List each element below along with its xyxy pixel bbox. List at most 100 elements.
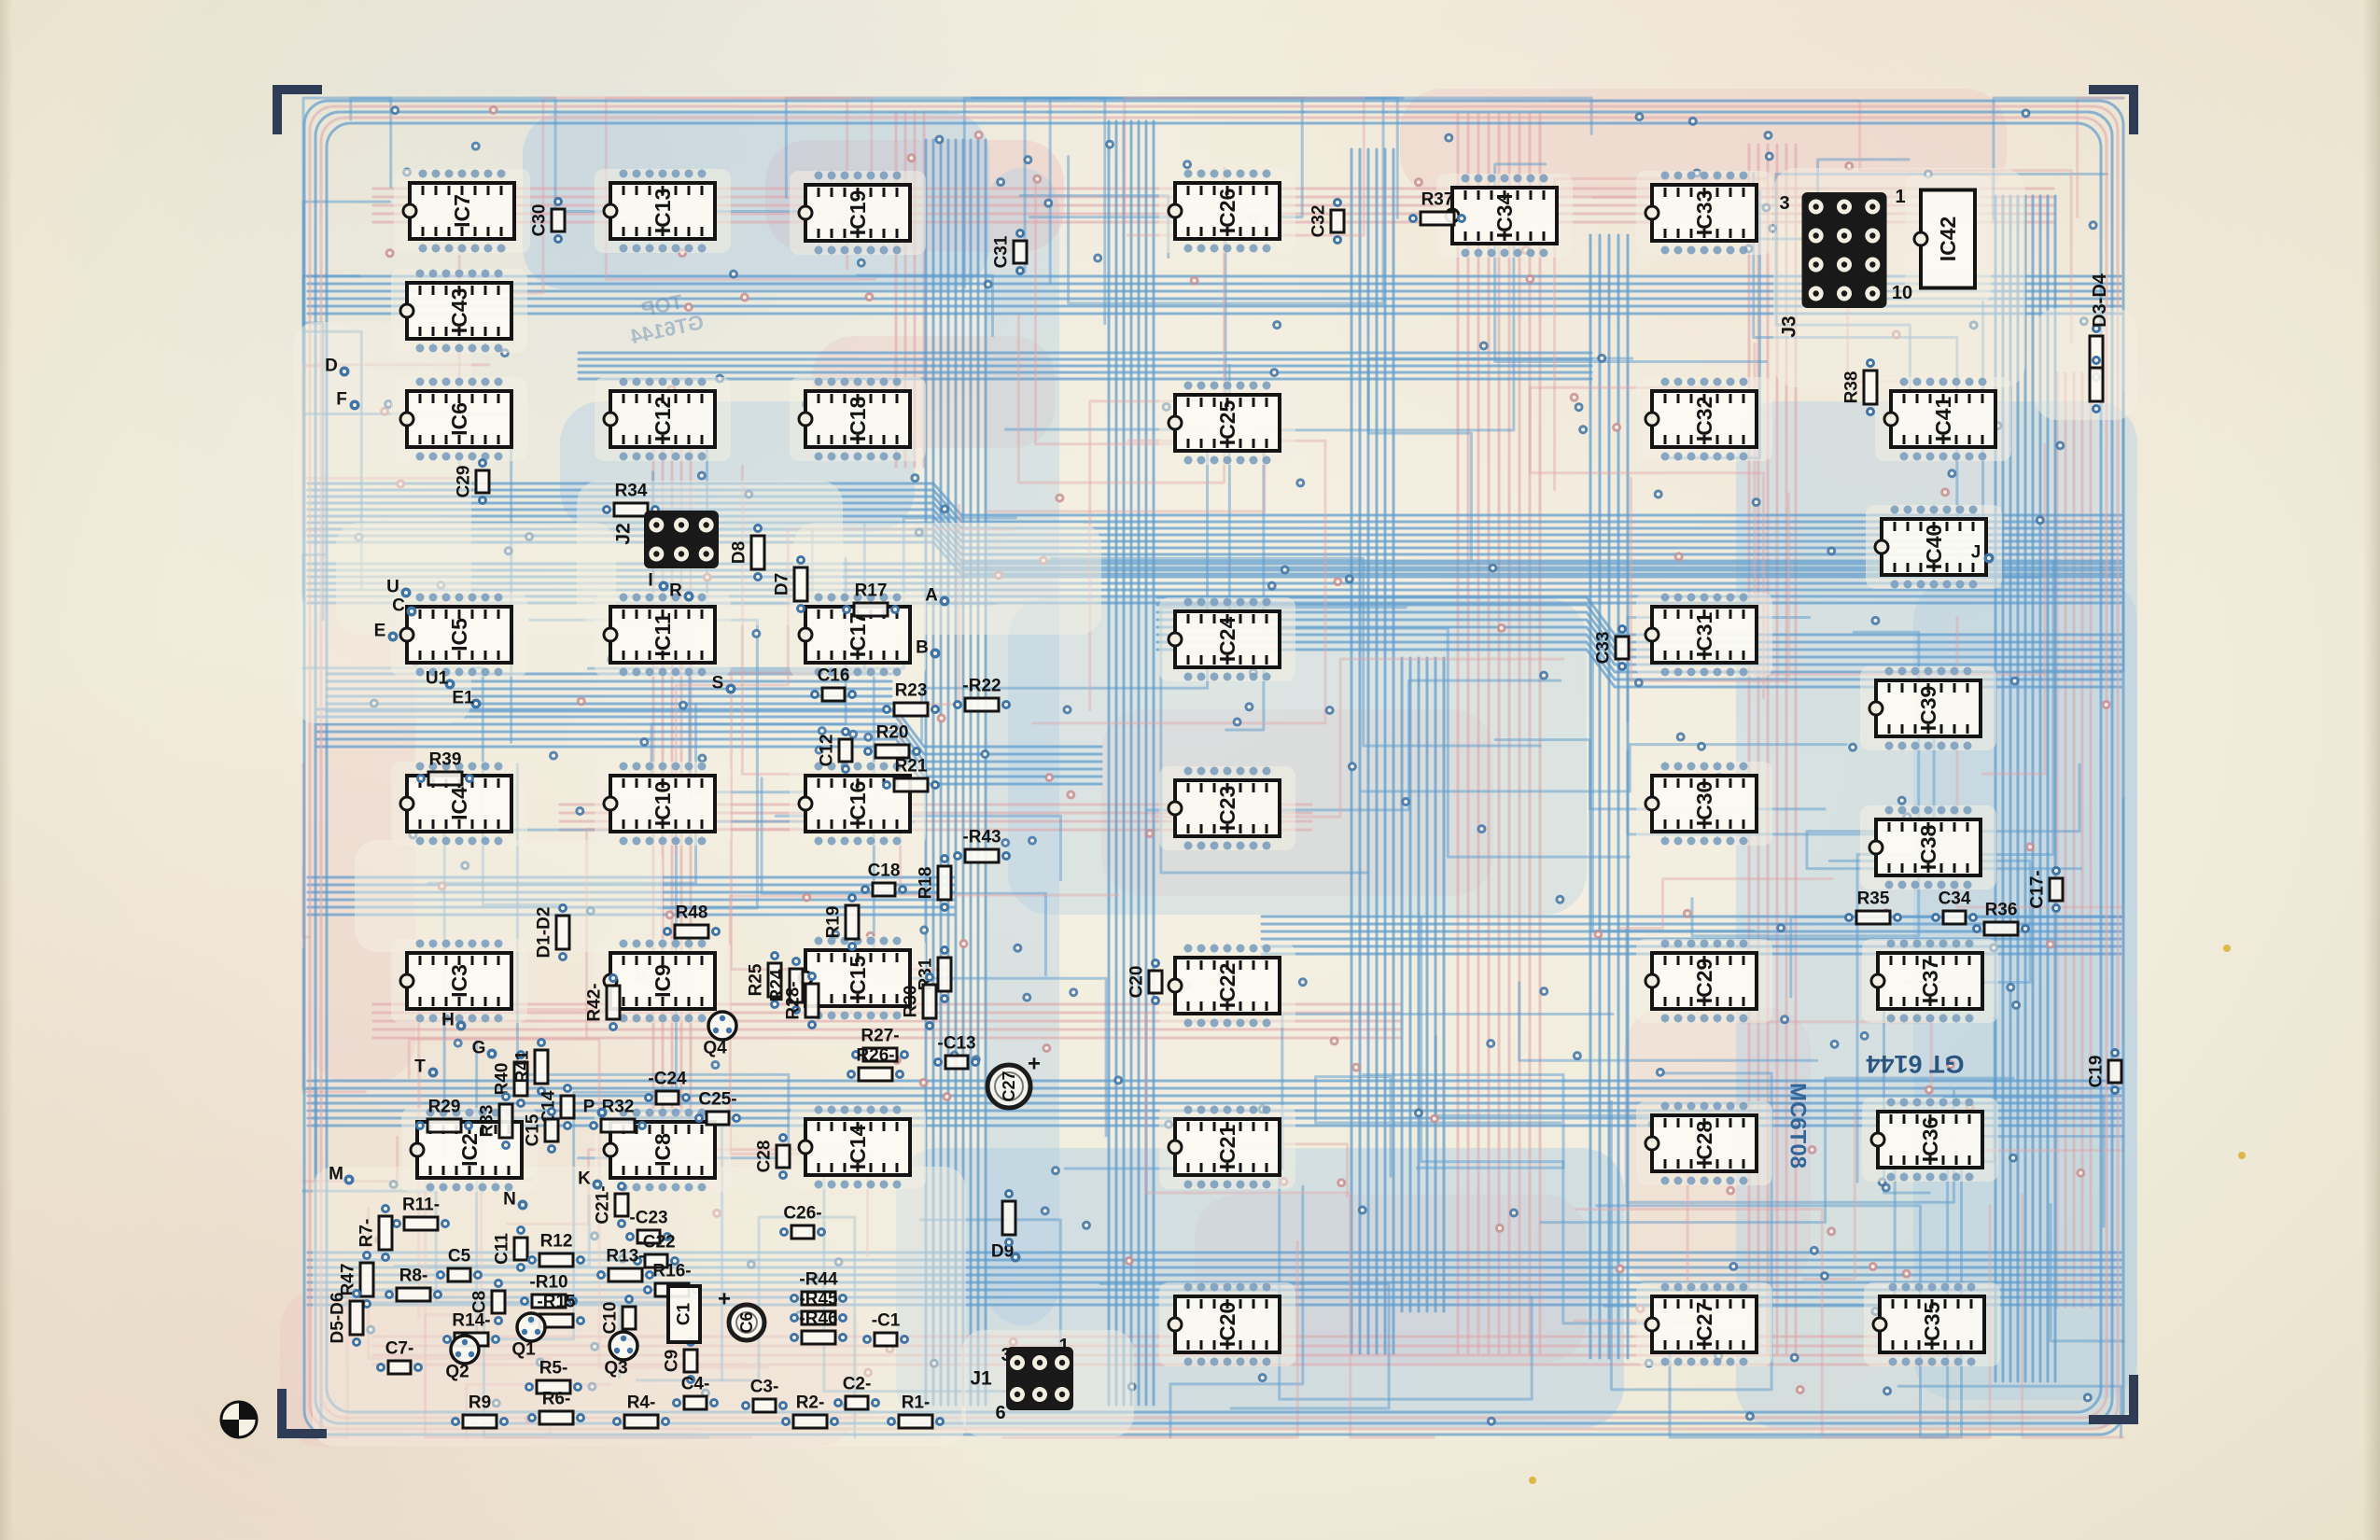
pad-E1: E1 [452, 689, 482, 709]
cap-C23: -C23 [625, 1209, 672, 1245]
svg-text:C19: C19 [2087, 1056, 2107, 1088]
cap-C15: C15 [524, 1107, 560, 1154]
res-R37: R37 [1408, 190, 1466, 227]
svg-text:R6-: R6- [542, 1390, 571, 1409]
res-R43: -R43 [953, 828, 1011, 864]
ic-label: IC24 [1215, 617, 1239, 663]
svg-text:R23: R23 [895, 681, 928, 701]
crop-mark [277, 1389, 327, 1438]
res-R10: -R10 [520, 1273, 578, 1309]
cap-C31: C31 [992, 229, 1029, 275]
pad-E: E [374, 622, 399, 642]
svg-text:C16: C16 [818, 666, 850, 686]
capacitor-C27: C27+ [985, 1052, 1041, 1111]
svg-text:R30: R30 [902, 986, 921, 1018]
cap-C24: -C24 [644, 1070, 691, 1106]
ic-IC21: IC21 [1167, 1105, 1281, 1189]
cap-C8: C8 [470, 1279, 507, 1325]
svg-text:Q1: Q1 [511, 1340, 536, 1360]
transistor-Q2: Q2 [445, 1334, 481, 1382]
crop-mark [2089, 85, 2138, 134]
crop-mark [273, 85, 322, 134]
res-R41: R41 [513, 1038, 550, 1096]
svg-text:C34: C34 [1939, 889, 1971, 909]
res-R11: R11- [392, 1196, 450, 1232]
svg-text:-C22: -C22 [637, 1233, 675, 1253]
svg-text:R21: R21 [895, 757, 928, 777]
ic-label: IC23 [1215, 786, 1239, 832]
cap-C14: C14 [539, 1084, 576, 1130]
svg-text:C5: C5 [448, 1247, 471, 1267]
pad-P: P [583, 1098, 608, 1118]
svg-text:R35: R35 [1857, 889, 1890, 909]
cap-C13: -C13 [933, 1034, 980, 1071]
svg-text:R26-: R26- [856, 1046, 894, 1066]
pad-A: A [925, 586, 950, 607]
svg-text:R5-: R5- [539, 1359, 568, 1379]
res-R30: R30 [902, 973, 938, 1030]
res-R20: R20 [863, 723, 921, 760]
svg-text:-R43: -R43 [962, 828, 1001, 847]
ic-label: IC13 [651, 189, 675, 234]
res-R6: R6- [527, 1390, 585, 1426]
ic-IC24: IC24 [1167, 597, 1281, 681]
ic-IC6: IC6 [399, 377, 513, 461]
res-R29: R29 [415, 1098, 473, 1134]
cap-C1: -C1 [862, 1311, 909, 1348]
svg-text:C25-: C25- [698, 1090, 736, 1110]
res-R4: R4- [612, 1393, 670, 1430]
svg-text:C21-: C21- [594, 1185, 613, 1224]
svg-text:C4-: C4- [681, 1375, 710, 1394]
ic-IC41: IC41 [1883, 377, 1997, 461]
res-R23: R23 [882, 681, 940, 718]
svg-text:R32: R32 [602, 1098, 635, 1117]
svg-text:C1: C1 [675, 1302, 694, 1325]
svg-text:R28-: R28- [784, 981, 804, 1019]
ic-label: IC41 [1931, 397, 1955, 442]
svg-text:N: N [503, 1190, 516, 1210]
cap-C7: C7- [376, 1339, 423, 1376]
svg-text:C9: C9 [663, 1350, 682, 1372]
pin-number: 10 [1892, 283, 1912, 303]
capacitor-C6: C6+ [718, 1287, 767, 1343]
ic-label: IC10 [651, 781, 675, 827]
pin-number: 3 [1779, 193, 1789, 214]
svg-text:R16-: R16- [652, 1262, 691, 1281]
ic-IC14: IC14 [797, 1105, 912, 1189]
cap-C11: C11 [493, 1225, 529, 1272]
cap-C4: C4- [672, 1375, 719, 1411]
res-R42: R42- [585, 973, 622, 1031]
ic-label: IC22 [1215, 963, 1239, 1009]
ic-IC37: IC37 [1869, 939, 1984, 1023]
svg-text:C10: C10 [601, 1302, 621, 1335]
ic-label: IC2 [457, 1133, 482, 1167]
ic-IC36: IC36 [1869, 1098, 1984, 1182]
svg-text:-C24: -C24 [648, 1070, 687, 1089]
res-R2: R2- [781, 1393, 839, 1430]
svg-text:C: C [392, 596, 405, 616]
res-R45: -R45 [790, 1290, 847, 1326]
svg-text:R18: R18 [917, 867, 936, 900]
svg-text:C11: C11 [493, 1233, 512, 1265]
cap-C20: C20 [1127, 959, 1164, 1005]
svg-text:A: A [925, 586, 938, 606]
ic-IC23: IC23 [1167, 766, 1281, 850]
ic-label: IC8 [651, 1133, 675, 1167]
res-R19: R19 [824, 893, 861, 951]
res-R1: R1- [887, 1393, 945, 1430]
svg-text:R4-: R4- [627, 1393, 656, 1413]
cap-C16: C16 [810, 666, 857, 703]
pad-U: U [386, 578, 412, 598]
svg-text:C27: C27 [1000, 1071, 1018, 1101]
ic-IC5: IC5 [399, 593, 513, 677]
ic-label: IC5 [447, 618, 471, 651]
ic-IC35: IC35 [1871, 1282, 1986, 1366]
svg-text:R19: R19 [824, 906, 844, 939]
ic-IC13: IC13 [602, 169, 717, 253]
res-R27: R27- [851, 1027, 909, 1063]
svg-text:R11-: R11- [402, 1196, 440, 1215]
ic-IC40: IC40 [1873, 505, 1988, 589]
ic-label: IC9 [651, 964, 675, 998]
cap-C30: C30 [530, 197, 567, 244]
